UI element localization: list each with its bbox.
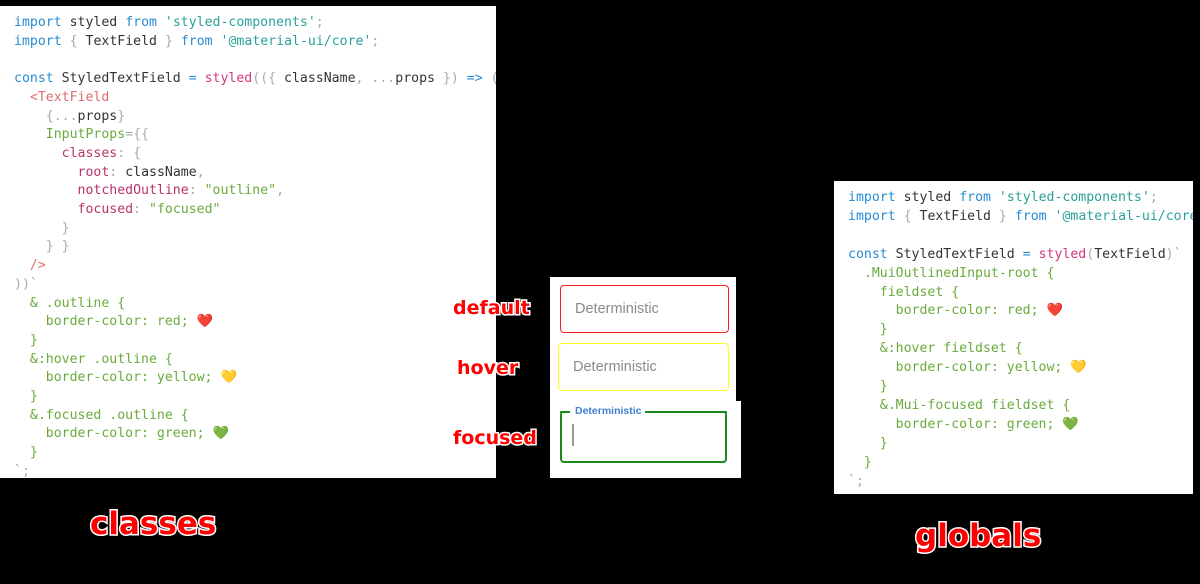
text-caret: [572, 424, 574, 446]
code-panel-globals: import styled from 'styled-components'; …: [834, 181, 1193, 494]
code-panel-classes: import styled from 'styled-components'; …: [0, 6, 496, 478]
textfield-hover[interactable]: Deterministic: [558, 343, 729, 391]
textfield-hover-text: Deterministic: [573, 359, 657, 375]
textfield-focused[interactable]: [560, 411, 727, 463]
state-label-default: default: [452, 296, 532, 321]
panel-title-classes: classes: [88, 505, 217, 544]
textfield-focused-notch-right: [641, 411, 727, 413]
textfield-default[interactable]: Deterministic: [560, 285, 729, 333]
textfield-focused-notch-left: [560, 411, 570, 413]
code-block-globals: import styled from 'styled-components'; …: [848, 190, 1193, 489]
state-label-focused: focused: [452, 426, 539, 451]
panel-title-globals: globals: [913, 517, 1042, 556]
textfield-default-text: Deterministic: [575, 301, 659, 317]
state-label-hover: hover: [455, 356, 519, 381]
code-block-classes: import styled from 'styled-components'; …: [14, 15, 496, 478]
textfield-focused-floating-label: Deterministic: [572, 404, 645, 418]
